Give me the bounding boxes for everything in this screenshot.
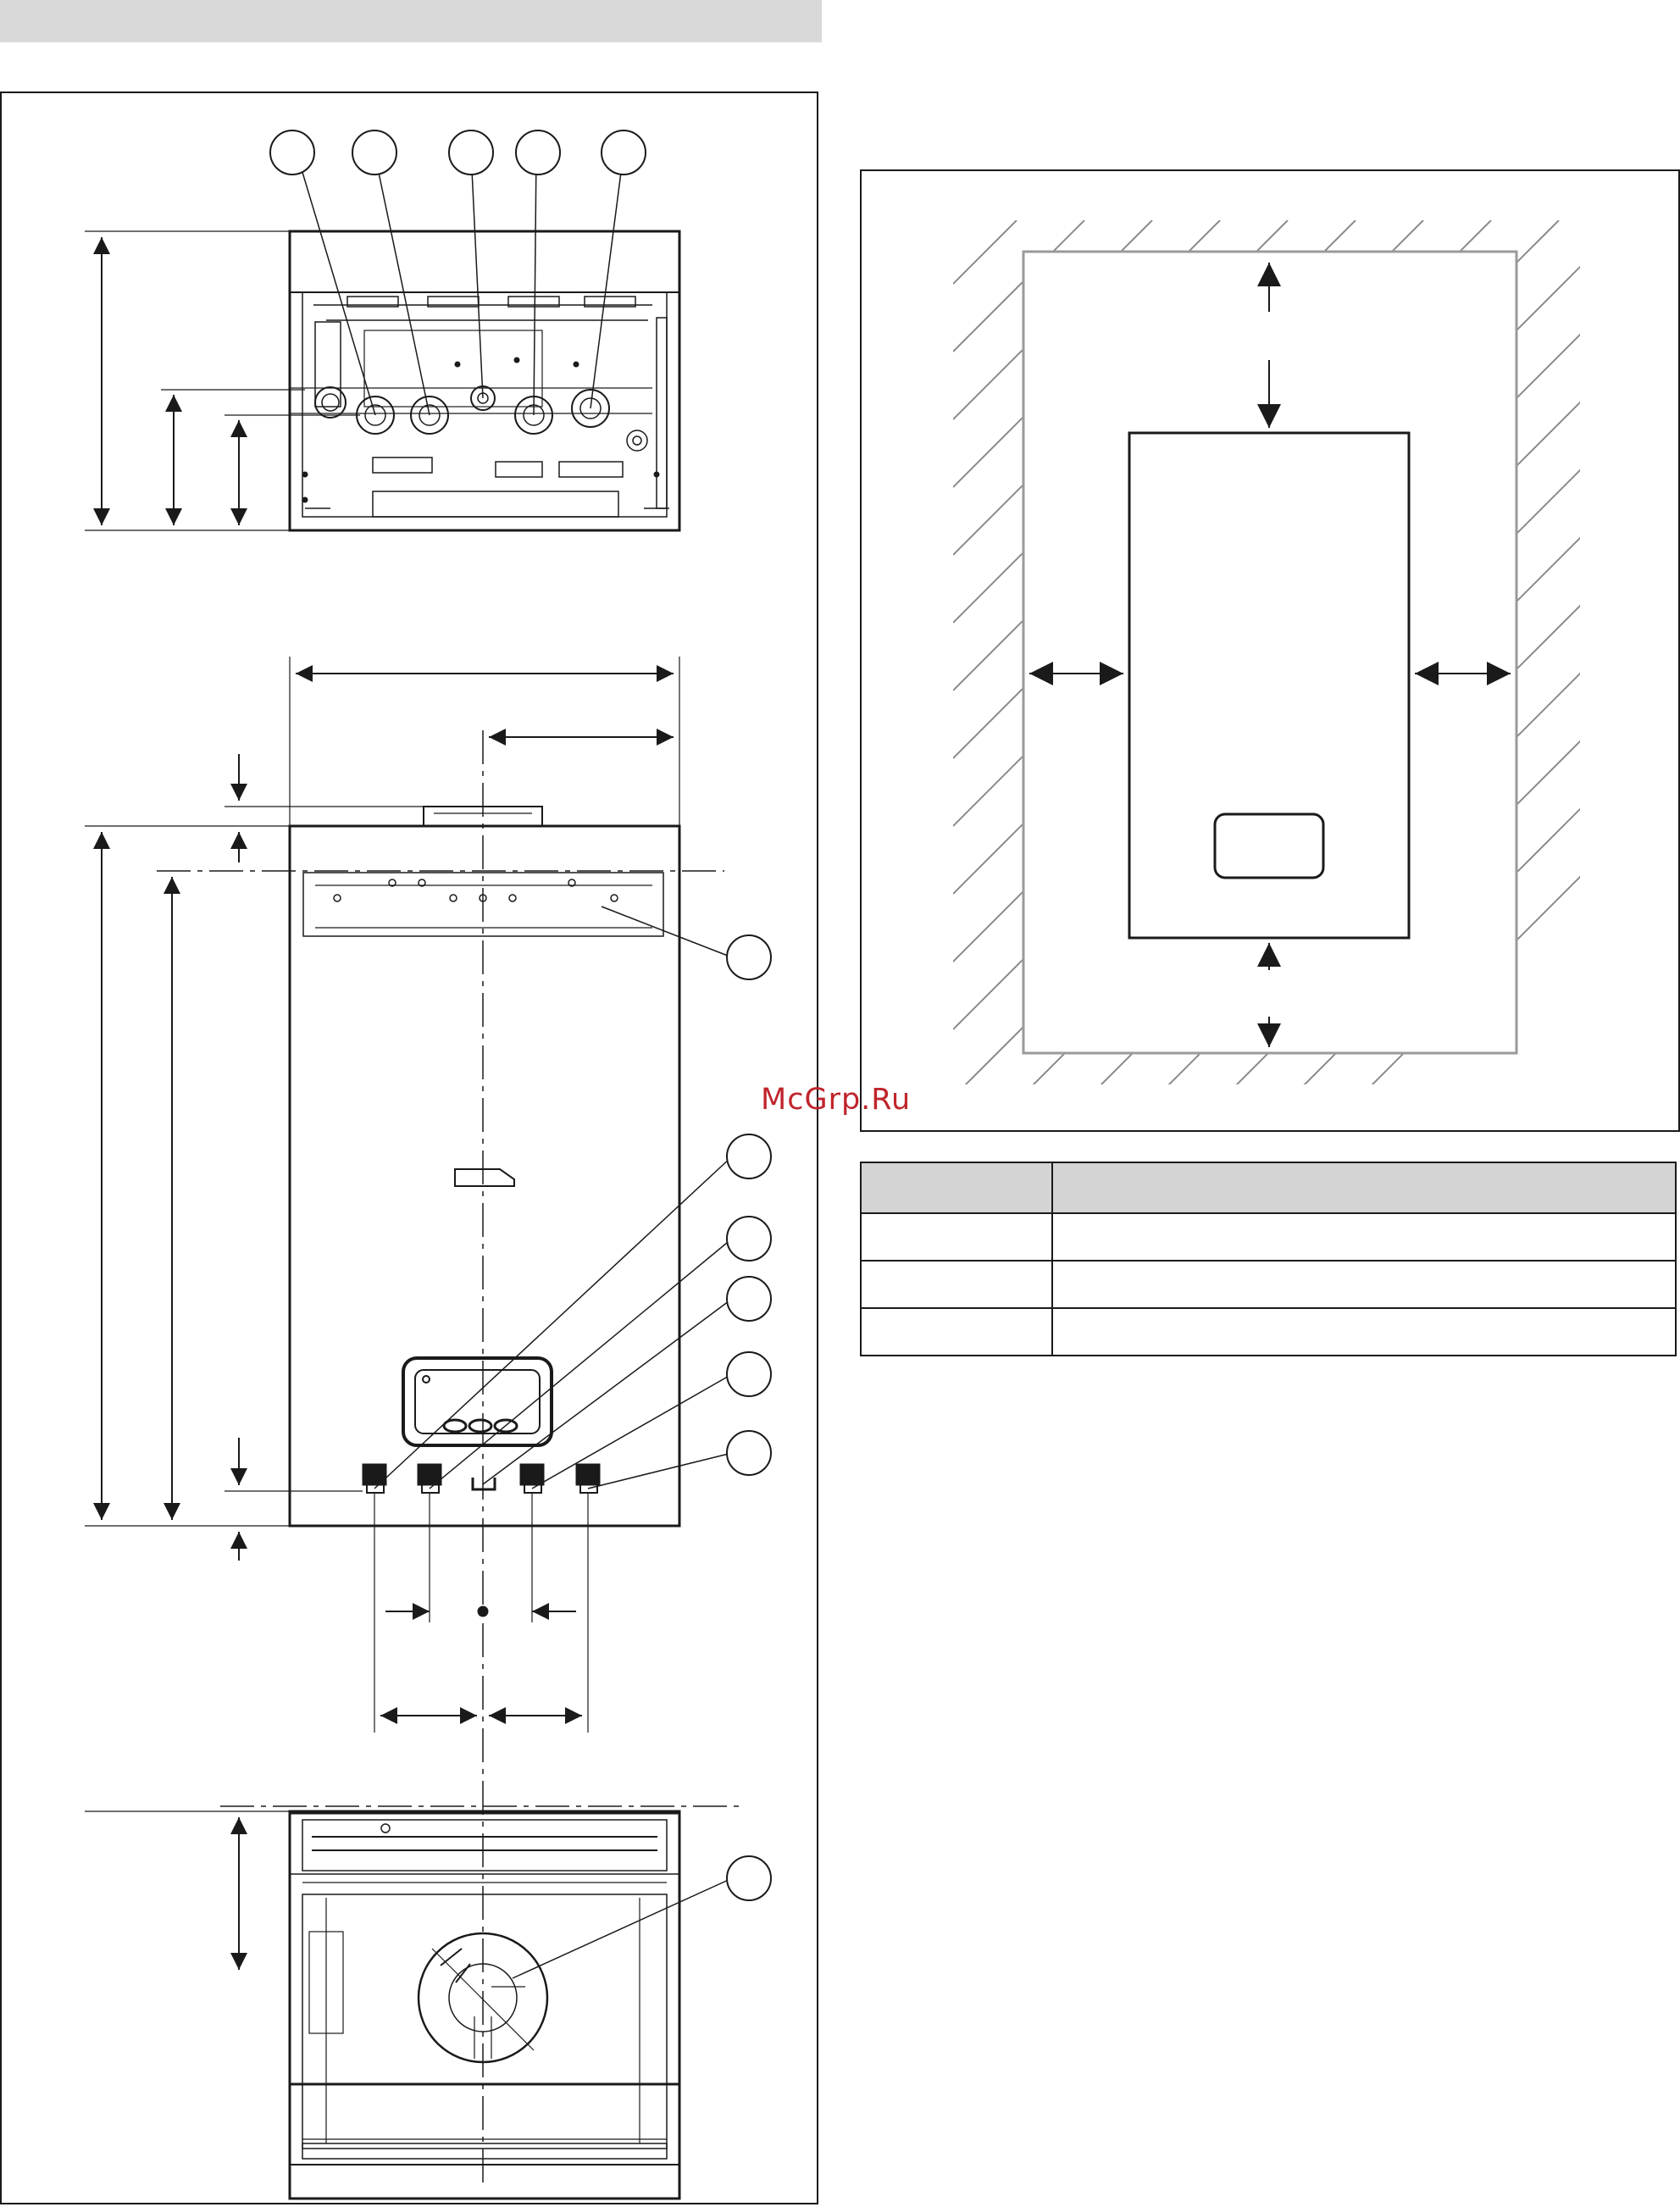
table-row: [860, 1260, 1677, 1309]
callout-circles-front: [726, 934, 772, 1476]
clearance-drawing-frame: [860, 169, 1680, 1132]
callout-circles-top: [269, 130, 646, 175]
section-header-bar: [0, 0, 822, 42]
bottom-view-drawing: [85, 152, 681, 532]
clearance-geometry: [1022, 250, 1518, 1055]
dimension-drawings-frame: [0, 91, 818, 2204]
clearance-table: [860, 1162, 1677, 1356]
table-row: [860, 1212, 1677, 1262]
table-row: [860, 1307, 1677, 1356]
callout-circle-flue: [726, 1855, 772, 1901]
table-header-row: [860, 1162, 1677, 1214]
front-view-drawing: [85, 657, 741, 2186]
table-header-cell: [860, 1162, 1053, 1214]
table-cell: [860, 1307, 1053, 1356]
table-header-cell: [1051, 1162, 1677, 1214]
table-cell: [1051, 1260, 1677, 1309]
watermark-text: McGrp.Ru: [761, 1083, 912, 1117]
table-cell: [860, 1260, 1053, 1309]
table-cell: [1051, 1212, 1677, 1262]
table-cell: [860, 1212, 1053, 1262]
table-cell: [1051, 1307, 1677, 1356]
